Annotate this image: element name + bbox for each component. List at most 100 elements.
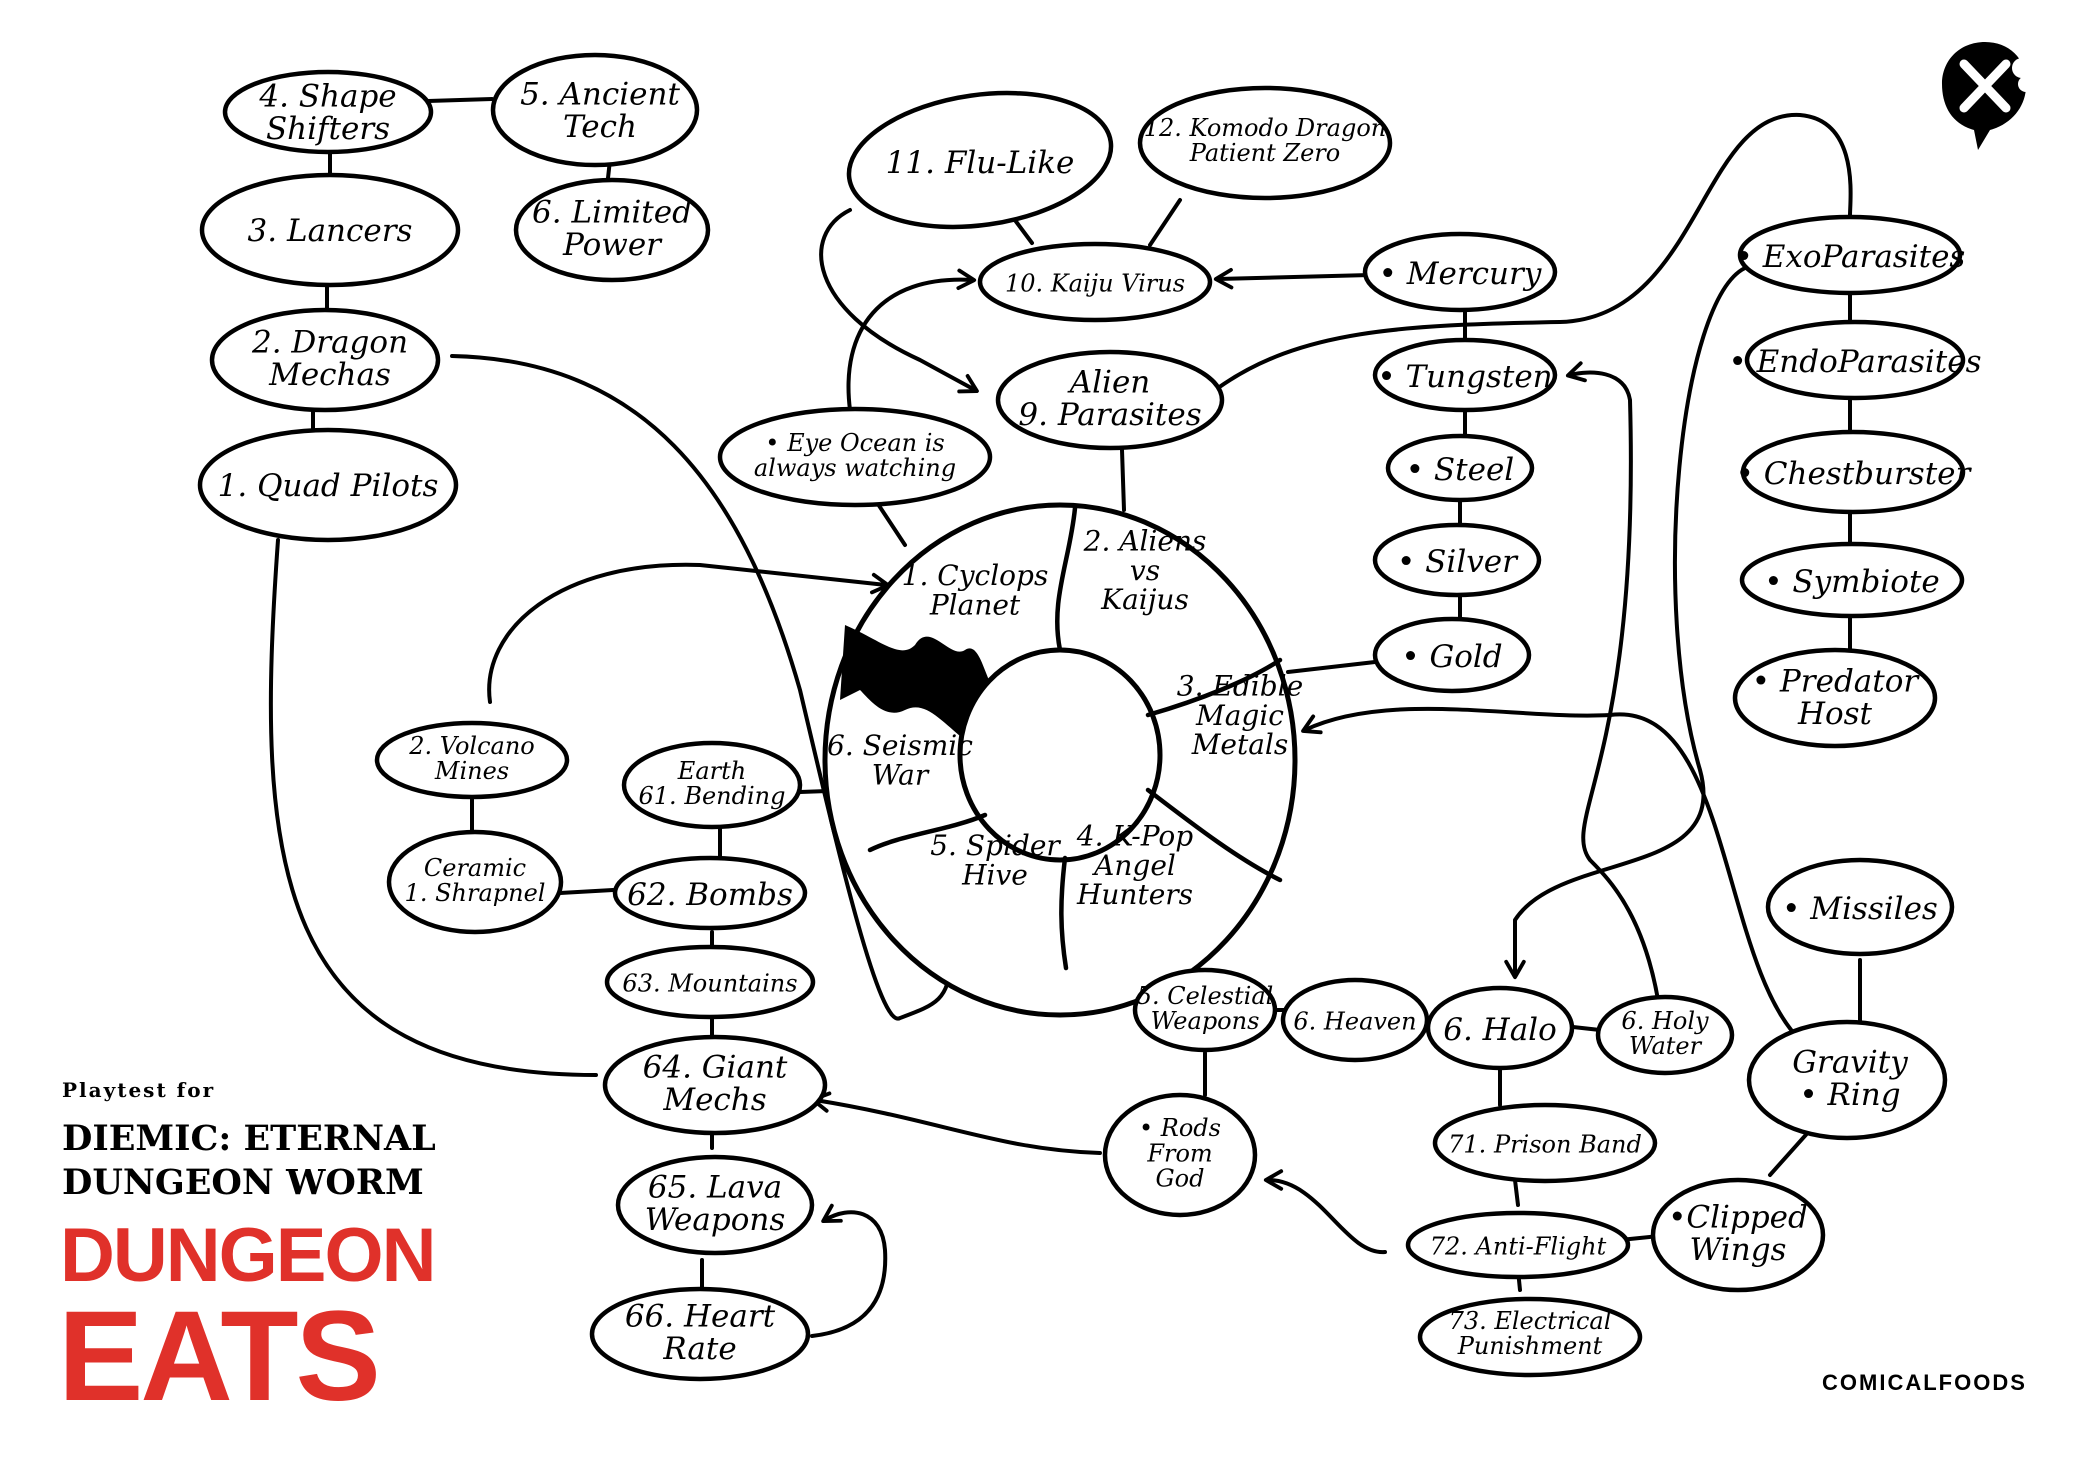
label-line: 4. K-Pop	[1076, 819, 1194, 852]
wheel-divider	[1145, 787, 1283, 883]
node-endoparasites[interactable]: • EndoParasites	[1728, 319, 1982, 401]
label-line: 1. Shrapnel	[405, 879, 546, 907]
node-mercury[interactable]: • Mercury	[1362, 231, 1558, 313]
label-line: • Missiles	[1782, 891, 1938, 927]
node-heaven[interactable]: 6. Heaven	[1280, 977, 1430, 1063]
label-line: • Chestburster	[1736, 456, 1973, 492]
label-line: Hive	[961, 859, 1028, 892]
node-bombs[interactable]: 62. Bombs	[612, 855, 808, 931]
node-silver[interactable]: • Silver	[1372, 522, 1542, 598]
node-gold[interactable]: • Gold	[1372, 616, 1532, 694]
label-line: 65. Lava	[648, 1170, 782, 1206]
wheel-divider	[1145, 657, 1283, 718]
node-quad-pilots[interactable]: 1. Quad Pilots	[197, 427, 459, 543]
svg-text:1. Quad Pilots: 1. Quad Pilots	[218, 468, 439, 504]
node-kaiju-virus[interactable]: 10. Kaiju Virus	[977, 241, 1213, 323]
playtest-label: Playtest for	[62, 1078, 216, 1102]
edge	[1768, 1126, 1814, 1177]
label-line: God	[1156, 1165, 1205, 1193]
label-line: • Mercury	[1379, 256, 1542, 292]
node-gravity-ring[interactable]: Gravity• Ring	[1746, 1019, 1948, 1141]
svg-text:• Mercury: • Mercury	[1379, 256, 1542, 292]
label-line: From	[1146, 1139, 1212, 1167]
svg-text:• Missiles: • Missiles	[1782, 891, 1938, 927]
edge	[1213, 267, 1372, 290]
edge	[1513, 1178, 1520, 1207]
svg-text:6. Halo: 6. Halo	[1443, 1012, 1557, 1048]
node-symbiote[interactable]: • Symbiote	[1739, 541, 1965, 619]
label-line: 72. Anti-Flight	[1430, 1232, 1607, 1260]
label-line: 1. Cyclops	[902, 559, 1049, 592]
label-line: 2. Dragon	[251, 325, 408, 361]
node-flu-like[interactable]: 11. Flu-Like	[840, 77, 1120, 242]
edge	[1565, 361, 1664, 1030]
label-line: • EndoParasites	[1728, 344, 1981, 380]
label-line: Punishment	[1457, 1332, 1603, 1360]
label-line: 63. Mountains	[622, 969, 797, 997]
label-line: War	[872, 759, 930, 792]
node-anti-flight[interactable]: 72. Anti-Flight	[1405, 1210, 1631, 1280]
label-line: 62. Bombs	[627, 877, 793, 913]
label-line: Mechs	[662, 1082, 766, 1118]
connections	[268, 97, 1862, 1338]
node-tungsten[interactable]: • Tungsten	[1372, 337, 1558, 413]
label-line: Wings	[1690, 1232, 1787, 1268]
game-title-line2: DUNGEON WORM	[62, 1162, 424, 1203]
edge	[1148, 198, 1182, 247]
label-line: 61. Bending	[639, 782, 786, 810]
game-title-line1: DIEMIC: ETERNAL	[62, 1118, 436, 1159]
label-line: Host	[1797, 696, 1873, 732]
node-exoparasites[interactable]: • ExoParasites	[1735, 214, 1966, 296]
node-lancers[interactable]: 3. Lancers	[199, 172, 461, 288]
node-halo[interactable]: 6. Halo	[1425, 985, 1575, 1071]
corner-logo-icon	[1942, 42, 2030, 150]
node-steel[interactable]: • Steel	[1385, 433, 1535, 503]
edge	[810, 1091, 1102, 1155]
label-line: • Ring	[1799, 1077, 1900, 1113]
edge	[1263, 1169, 1387, 1255]
edge	[1286, 660, 1377, 674]
wheel-divider	[1055, 505, 1078, 653]
node-prison-band[interactable]: 71. Prison Band	[1432, 1102, 1658, 1184]
node-mountains[interactable]: 63. Mountains	[604, 944, 816, 1020]
node-chestburster[interactable]: • Chestburster	[1736, 429, 1973, 515]
node-missiles[interactable]: • Missiles	[1765, 857, 1955, 957]
wheel-divider	[867, 812, 988, 853]
label-line: Ceramic	[424, 854, 526, 882]
edge	[268, 538, 598, 1077]
label-line: vs	[1130, 554, 1160, 587]
label-line: Rate	[662, 1331, 736, 1367]
